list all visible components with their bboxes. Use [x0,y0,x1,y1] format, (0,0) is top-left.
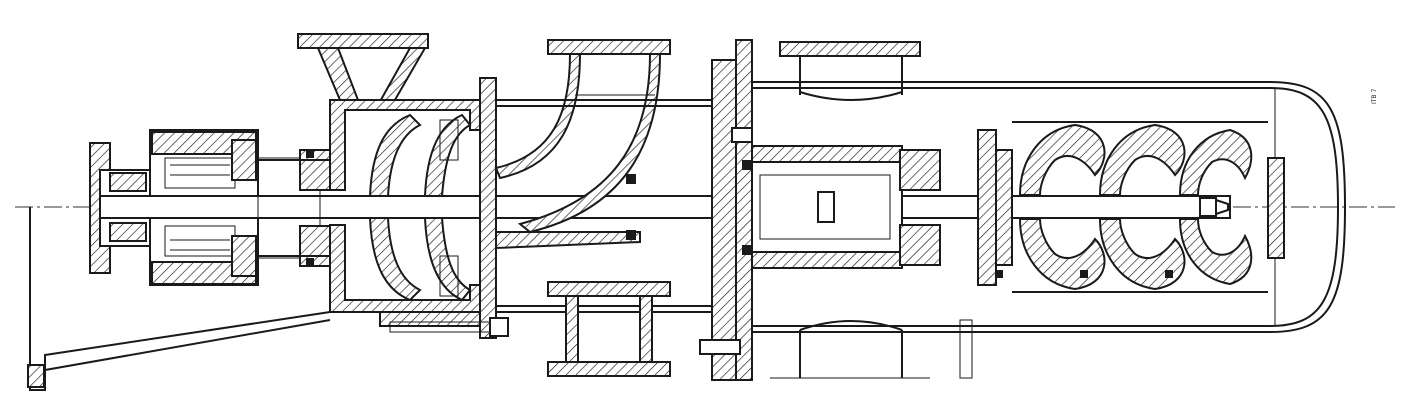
bowl-assembly-casing [977,121,1285,293]
motor-rotor-section [751,145,941,269]
flange-bolts [306,150,1173,278]
bowl-stage-2 [1098,123,1186,291]
outer-barrel [495,99,720,313]
first-stage-impellers [368,113,472,302]
side-mark: ITB 7 [1371,89,1378,104]
bulkhead-flange [699,39,753,381]
first-stage-casing [329,77,497,339]
bowl-stage-3 [1178,128,1253,286]
main-shaft [99,195,1231,219]
impeller-nut [1199,197,1229,217]
lower-right-nozzle [770,319,973,379]
bowl-stage-1 [1018,123,1106,291]
tie-bolts-lower [389,317,509,337]
pump-can-barrel [752,81,1347,333]
coupling-flange [89,142,153,274]
discharge-elbow [494,39,671,234]
base-support-bracket [27,207,331,391]
upper-right-nozzle [779,41,921,101]
lower-nozzle [547,281,671,377]
suction-nozzle [297,33,429,106]
